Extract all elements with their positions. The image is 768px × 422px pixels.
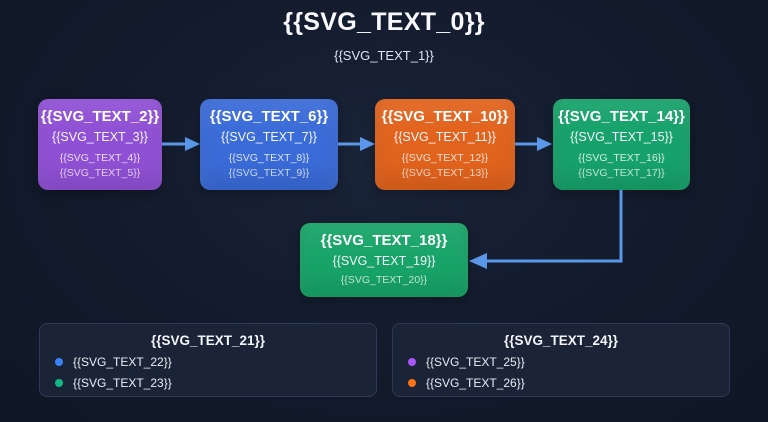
flow-node-1: {{SVG_TEXT_2}} {{SVG_TEXT_3}} {{SVG_TEXT…	[38, 99, 162, 190]
legend-panel-right: {{SVG_TEXT_24}} {{SVG_TEXT_25}} {{SVG_TE…	[392, 323, 730, 397]
legend-dot-icon	[55, 379, 63, 387]
arrow-head-right	[360, 137, 375, 151]
node-subtitle: {{SVG_TEXT_7}}	[221, 130, 317, 144]
legend-item: {{SVG_TEXT_25}}	[408, 355, 729, 369]
legend-item: {{SVG_TEXT_26}}	[408, 376, 729, 390]
node-title: {{SVG_TEXT_10}}	[381, 108, 509, 125]
node-subtitle: {{SVG_TEXT_11}}	[394, 130, 496, 144]
node-subtitle: {{SVG_TEXT_19}}	[332, 254, 436, 268]
node-detail: {{SVG_TEXT_9}}	[228, 167, 310, 179]
legend-label: {{SVG_TEXT_22}}	[73, 355, 172, 369]
legend-label: {{SVG_TEXT_26}}	[426, 376, 525, 390]
legend-panel-left: {{SVG_TEXT_21}} {{SVG_TEXT_22}} {{SVG_TE…	[39, 323, 377, 397]
node-detail: {{SVG_TEXT_17}}	[578, 167, 665, 179]
result-node: {{SVG_TEXT_18}} {{SVG_TEXT_19}} {{SVG_TE…	[300, 223, 468, 297]
legend-title: {{SVG_TEXT_24}}	[503, 333, 619, 348]
arrow-head-left	[469, 253, 487, 269]
legend-item: {{SVG_TEXT_22}}	[55, 355, 376, 369]
node-detail: {{SVG_TEXT_5}}	[59, 167, 141, 179]
arrow-head-right	[537, 137, 552, 151]
legend-label: {{SVG_TEXT_23}}	[73, 376, 172, 390]
node-title: {{SVG_TEXT_18}}	[320, 232, 448, 249]
legend-label: {{SVG_TEXT_25}}	[426, 355, 525, 369]
node-subtitle: {{SVG_TEXT_3}}	[52, 130, 148, 144]
node-detail: {{SVG_TEXT_20}}	[340, 274, 428, 286]
node-title: {{SVG_TEXT_2}}	[40, 108, 160, 125]
legend-dot-icon	[408, 358, 416, 366]
legend-dot-icon	[55, 358, 63, 366]
legend-title: {{SVG_TEXT_21}}	[150, 333, 266, 348]
arrow-head-right	[185, 137, 200, 151]
node-detail: {{SVG_TEXT_4}}	[59, 152, 141, 164]
flow-node-2: {{SVG_TEXT_6}} {{SVG_TEXT_7}} {{SVG_TEXT…	[200, 99, 338, 190]
node-title: {{SVG_TEXT_6}}	[209, 108, 329, 125]
elbow-arrow-line	[487, 190, 623, 263]
flow-node-4: {{SVG_TEXT_14}} {{SVG_TEXT_15}} {{SVG_TE…	[553, 99, 690, 190]
node-subtitle: {{SVG_TEXT_15}}	[570, 130, 673, 144]
node-detail: {{SVG_TEXT_16}}	[578, 152, 665, 164]
node-detail: {{SVG_TEXT_12}}	[401, 152, 489, 164]
legend-dot-icon	[408, 379, 416, 387]
diagram-subtitle: {{SVG_TEXT_1}}	[334, 48, 434, 63]
node-detail: {{SVG_TEXT_13}}	[401, 167, 489, 179]
legend-item: {{SVG_TEXT_23}}	[55, 376, 376, 390]
flow-node-3: {{SVG_TEXT_10}} {{SVG_TEXT_11}} {{SVG_TE…	[375, 99, 515, 190]
diagram-title: {{SVG_TEXT_0}}	[283, 8, 485, 36]
node-title: {{SVG_TEXT_14}}	[558, 108, 685, 125]
node-detail: {{SVG_TEXT_8}}	[228, 152, 310, 164]
